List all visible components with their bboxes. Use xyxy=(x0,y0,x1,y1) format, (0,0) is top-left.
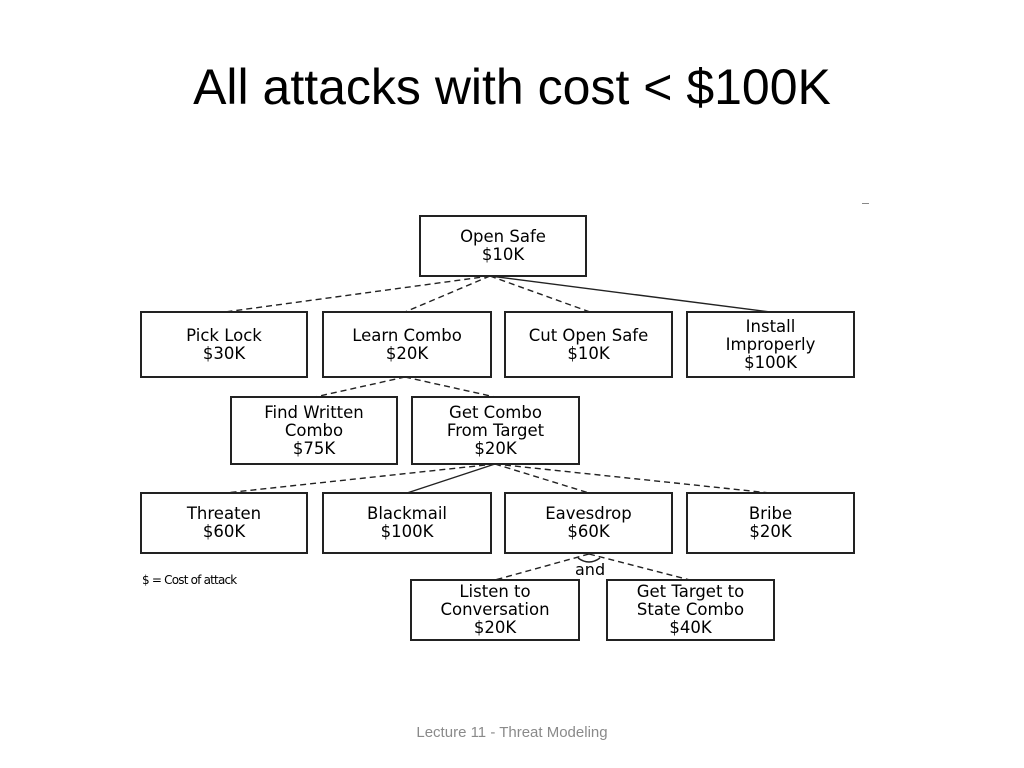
slide-footer: Lecture 11 - Threat Modeling xyxy=(416,724,608,741)
node-learn-combo: Learn Combo$20K xyxy=(322,311,492,378)
edge-open-safe-cut-open-safe xyxy=(489,275,591,313)
node-cut-open-safe: Cut Open Safe$10K xyxy=(504,311,673,378)
and-label: and xyxy=(575,560,606,579)
edge-eavesdrop-get-target xyxy=(588,553,691,581)
edge-learn-combo-get-combo xyxy=(404,376,496,398)
slide-title: All attacks with cost < $100K xyxy=(193,59,831,115)
node-blackmail: Blackmail$100K xyxy=(322,492,492,554)
edge-eavesdrop-listen xyxy=(494,553,590,581)
cost-legend: $ = Cost of attack xyxy=(142,573,237,587)
node-threaten: Threaten$60K xyxy=(140,492,308,554)
node-pick-lock: Pick Lock$30K xyxy=(140,311,308,378)
edge-open-safe-pick-lock xyxy=(224,275,491,313)
edge-get-combo-threaten xyxy=(224,463,496,494)
edge-get-combo-bribe xyxy=(494,463,771,494)
edge-open-safe-learn-combo xyxy=(404,275,491,313)
node-eavesdrop: Eavesdrop$60K xyxy=(504,492,673,554)
edge-open-safe-install-improperly xyxy=(489,275,771,313)
edge-get-combo-eavesdrop xyxy=(494,463,590,494)
edge-learn-combo-find-written xyxy=(314,376,406,398)
and-arc xyxy=(577,557,601,563)
corner-mark xyxy=(862,203,869,204)
edge-get-combo-blackmail xyxy=(406,463,496,494)
node-open-safe: Open Safe$10K xyxy=(419,215,587,277)
node-bribe: Bribe$20K xyxy=(686,492,855,554)
